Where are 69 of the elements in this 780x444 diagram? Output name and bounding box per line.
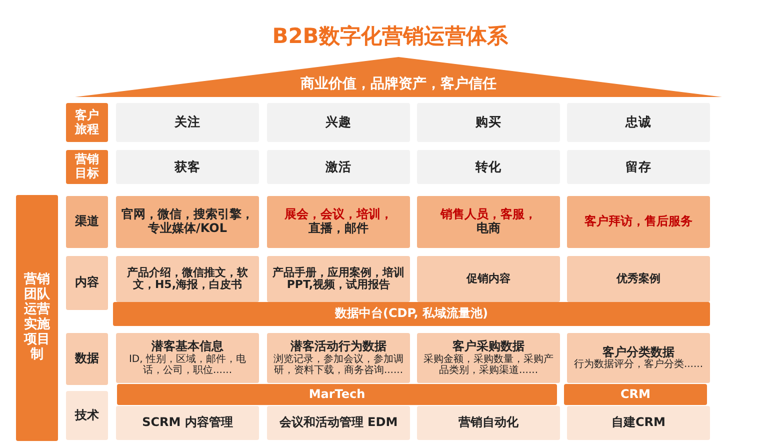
platform-bar xyxy=(564,384,707,405)
diagram-title: B2B数字化营销运营体系 xyxy=(271,23,509,50)
cell-text: 会议和活动管理 EDM xyxy=(278,416,399,430)
cell-text: 留存 xyxy=(624,160,652,174)
content-cell xyxy=(267,333,410,383)
platform-bar xyxy=(113,302,710,326)
row-header xyxy=(66,333,108,385)
banner-text: 数据中台(CDP, 私域流量池) xyxy=(334,307,488,321)
content-cell xyxy=(567,333,710,383)
cell-text: 浏览记录，参加会议，参加调研，资料下载，商务咨询...... xyxy=(272,354,404,376)
cell-text: 忠诚 xyxy=(624,115,652,130)
side-banner xyxy=(16,195,58,441)
content-cell xyxy=(567,196,710,248)
cell-text: 展会，会议，培训， xyxy=(284,208,394,222)
banner-text: 商业价值，品牌资产，客户信任 xyxy=(300,76,496,92)
cell-text: 采购金额，采购数量，采购产品类别，采购渠道...... xyxy=(422,354,554,376)
cell-text: 直播，邮件 xyxy=(308,222,370,236)
cell-text: 转化 xyxy=(474,160,502,174)
content-cell xyxy=(417,196,560,248)
cell-text: 产品介绍，微信推文，软文，H5,海报，白皮书 xyxy=(126,266,249,292)
row-header xyxy=(66,103,108,142)
header-text: 数据 xyxy=(75,352,99,366)
content-cell xyxy=(417,333,560,383)
cell-text: ID, 性别，区域，邮件，电话，公司，职位...... xyxy=(128,354,247,376)
cell-text: 激活 xyxy=(324,160,352,174)
content-cell xyxy=(116,256,259,302)
content-cell xyxy=(417,256,560,302)
content-cell xyxy=(267,256,410,302)
platform-bar xyxy=(117,384,557,405)
cell-text: 销售人员，客服， xyxy=(439,208,538,222)
cell-text: 自建CRM xyxy=(610,416,666,430)
content-cell xyxy=(116,196,259,248)
roof-banner xyxy=(75,57,722,97)
cell-heading: 潜客基本信息 xyxy=(150,340,224,354)
row-header xyxy=(66,196,108,248)
banner-text: MarTech xyxy=(308,388,366,402)
header-text: 营销目标 xyxy=(75,153,99,181)
row-header xyxy=(66,256,108,310)
content-cell xyxy=(267,406,410,440)
cell-text: 客户拜访，售后服务 xyxy=(584,215,694,229)
content-cell xyxy=(567,406,710,440)
header-text: 内容 xyxy=(75,276,99,290)
cell-text: 兴趣 xyxy=(324,115,352,130)
header-text: 技术 xyxy=(75,408,99,422)
content-cell xyxy=(417,406,560,440)
cell-heading: 客户分类数据 xyxy=(602,346,674,359)
header-text: 渠道 xyxy=(75,215,99,229)
cell-text: 促销内容 xyxy=(465,272,512,286)
content-cell xyxy=(116,406,259,440)
cell-text: 获客 xyxy=(174,160,202,174)
content-cell xyxy=(267,196,410,248)
banner-text: CRM xyxy=(620,388,650,402)
content-cell xyxy=(116,333,259,383)
cell-text: 营销自动化 xyxy=(458,416,520,430)
row-header xyxy=(66,150,108,184)
cell-text: 优秀案例 xyxy=(615,272,662,286)
header-text: 客户旅程 xyxy=(75,108,99,136)
cell-text: 电商 xyxy=(476,222,502,236)
cell-text: 官网，微信，搜索引擎，专业媒体/KOL xyxy=(120,208,254,236)
content-cell xyxy=(567,256,710,302)
cell-text: SCRM 内容管理 xyxy=(141,416,234,430)
row-header xyxy=(66,391,108,440)
cell-text: 关注 xyxy=(173,115,202,130)
cell-heading: 潜客活动行为数据 xyxy=(290,340,388,354)
cell-text: 产品手册，应用案例，培训PPT,视频，试用报告 xyxy=(272,266,406,292)
header-text: 营销团队运营实施项目制 xyxy=(24,273,50,363)
cell-heading: 客户采购数据 xyxy=(452,340,526,354)
cell-text: 行为数据评分，客户分类...... xyxy=(572,359,704,370)
cell-text: 购买 xyxy=(474,115,502,130)
